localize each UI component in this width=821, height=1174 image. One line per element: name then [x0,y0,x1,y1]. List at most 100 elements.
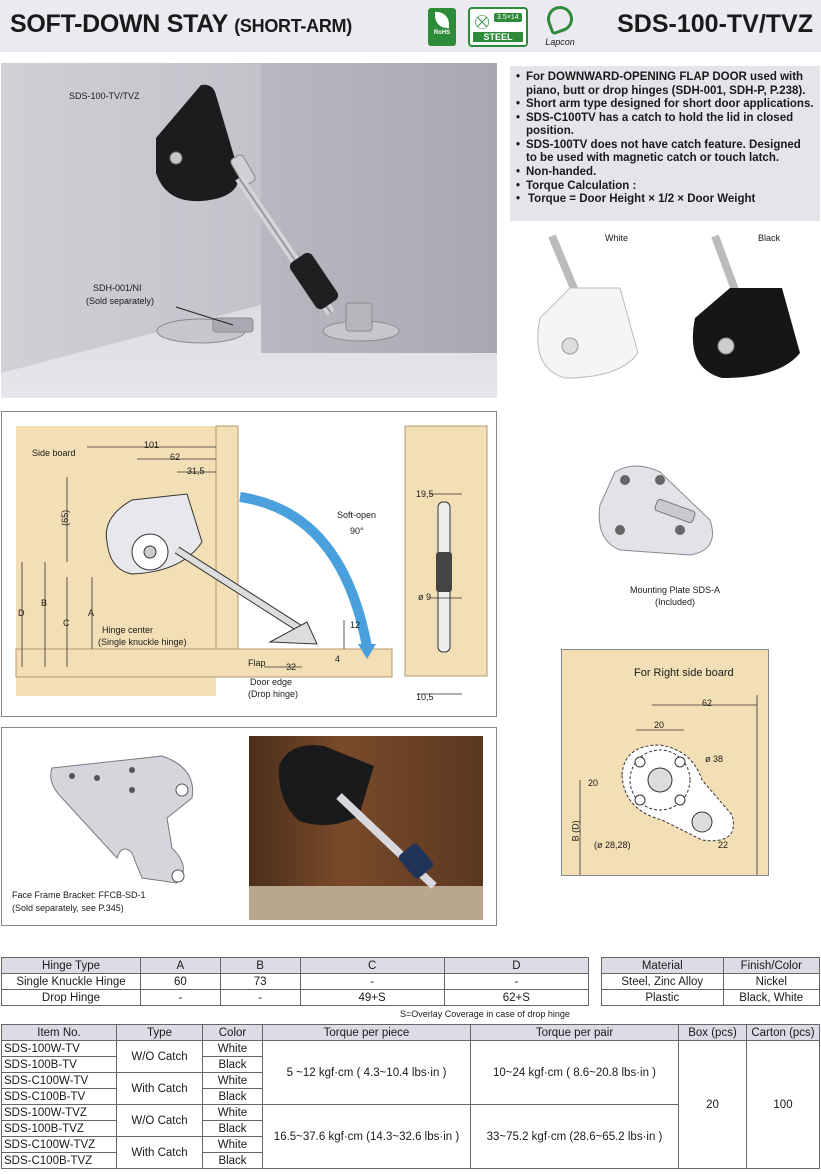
table-row: SDS-100W-TV W/O Catch White 5 ~12 kgf·cm… [1,1040,820,1169]
title-subtitle: (SHORT-ARM) [234,16,352,36]
table-row: Steel, Zinc Alloy Nickel [601,973,821,990]
soft-open-label: Soft-open [337,510,377,520]
rs-dim-phi38: ø 38 [705,754,724,764]
right-side-title: For Right side board [634,667,734,679]
feature-list: For DOWNWARD-OPENING FLAP DOOR used with… [510,66,820,221]
item-no: SDS-C100B-TVZ [1,1152,117,1169]
th-torque-piece: Torque per piece [262,1024,471,1041]
cell: - [140,989,221,1006]
model-title: SDS-100-TV/TVZ [617,10,813,38]
cell: - [219,989,301,1006]
table-row: Single Knuckle Hinge 60 73 - - [1,973,590,990]
lapcon-logo-icon: Lapcon [536,2,584,47]
th-finish: Finish/Color [722,957,821,974]
cell: - [299,973,445,990]
dim-32: 32 [286,662,297,672]
th-D: D [443,957,590,974]
dim-C: C [63,618,70,628]
cell: 60 [140,973,221,990]
torque-piece-cell: 5 ~12 kgf·cm ( 4.3~10.4 lbs·in ) [262,1040,471,1105]
variant-black-label: Black [758,233,781,243]
hinge-center-label: Hinge center [102,625,154,635]
mounting-plate-note: (Included) [654,597,696,607]
th-box: Box (pcs) [678,1024,747,1041]
feature-item: For DOWNWARD-OPENING FLAP DOOR used with… [516,71,814,98]
type-cell: W/O Catch [116,1104,203,1137]
table-row: SDS-100B-TVZ Black [1,1120,820,1137]
face-frame-panel: Face Frame Bracket: FFCB-SD-1 (Sold sepa… [1,727,497,926]
th-carton: Carton (pcs) [746,1024,820,1041]
color-cell: White [202,1040,263,1057]
page-title: SOFT-DOWN STAY (SHORT-ARM) [10,10,352,39]
mounting-plate-illustration [598,465,713,556]
color-variants: White Black [510,228,820,398]
dim-10-5: 10,5 [416,692,434,702]
torque-pair-cell: 10~24 kgf·cm ( 8.6~20.8 lbs·in ) [470,1040,679,1105]
cell: Black, White [722,989,821,1006]
th-color: Color [202,1024,263,1041]
dim-31-5: 31,5 [187,466,205,476]
th-material: Material [601,957,724,974]
th-C: C [299,957,445,974]
color-cell: Black [202,1152,263,1169]
carton-cell: 100 [746,1040,820,1169]
product-table: Item No. Type Color Torque per piece Tor… [1,1024,820,1169]
rs-dim-BD: B (D) [570,820,581,842]
photo-label-model: SDS-100-TV/TVZ [69,91,140,101]
item-no: SDS-C100W-TV [1,1072,117,1089]
angle-label: 90° [350,526,364,536]
color-cell: White [202,1136,263,1153]
color-cell: Black [202,1088,263,1105]
feature-formula: Torque = Door Height × 1/2 × Door Weight [516,193,814,207]
table-row: SDS-100W-TVZ W/O Catch White 16.5~37.6 k… [1,1104,820,1169]
dim-B: B [41,598,48,608]
cell: 49+S [299,989,445,1006]
rs-dim-20b: 20 [588,778,599,788]
right-side-board-diagram: For Right side board 62 20 ø 38 20 B (D)… [561,649,769,876]
cell: Nickel [722,973,821,990]
type-cell: With Catch [116,1072,203,1105]
feature-item: Non-handed. [516,166,814,180]
flap-label: Flap [248,658,266,668]
installed-photo [249,736,483,920]
item-no: SDS-100B-TV [1,1056,117,1073]
item-no: SDS-100B-TVZ [1,1120,117,1137]
color-cell: White [202,1072,263,1089]
rohs-badge-icon: RoHS [428,8,456,46]
hinge-dimension-table: Hinge Type A B C D Single Knuckle Hinge … [1,957,590,1006]
cell: Steel, Zinc Alloy [601,973,724,990]
box-cell: 20 [678,1040,747,1169]
hinge-center-note: (Single knuckle hinge) [98,637,187,647]
th-B: B [219,957,301,974]
product-photo: SDS-100-TV/TVZ SDH-001/NI (Sold separate… [1,63,497,398]
installed-stay-illustration [249,745,483,920]
torque-pair-cell: 33~75.2 kgf·cm (28.6~65.2 lbs·in ) [470,1104,679,1169]
mounting-plate: Mounting Plate SDS-A (Included) [560,450,760,615]
color-cell: Black [202,1120,263,1137]
torque-piece-cell: 16.5~37.6 kgf·cm (14.3~32.6 lbs·in ) [262,1104,471,1169]
dim-A: A [88,608,95,618]
color-cell: Black [202,1056,263,1073]
item-no: SDS-C100B-TV [1,1088,117,1105]
mounting-plate-label: Mounting Plate SDS-A [629,585,721,595]
item-no: SDS-100W-TV [1,1040,117,1057]
item-no: SDS-100W-TVZ [1,1104,117,1121]
rs-dim-62: 62 [702,698,713,708]
color-variants-illustration [537,234,800,379]
dim-65: (65) [60,509,71,526]
th-type: Type [116,1024,203,1041]
cell: Plastic [601,989,724,1006]
door-edge-label: Door edge [250,677,293,687]
cell: - [443,973,590,990]
cell: 62+S [443,989,590,1006]
variant-white-label: White [605,233,629,243]
right-side-drawing [579,695,758,875]
photo-label-hinge-note: (Sold separately) [86,296,155,306]
steel-badge-icon: ⛒ 3.5×14 STEEL [468,7,528,47]
feature-item: Short arm type designed for short door a… [516,98,814,112]
dim-4: 4 [335,654,341,664]
rs-dim-phi28: (ø 28,28) [594,840,631,850]
th-torque-pair: Torque per pair [470,1024,679,1041]
table-row: SDS-C100B-TVZ Black [1,1152,820,1169]
th-A: A [140,957,221,974]
